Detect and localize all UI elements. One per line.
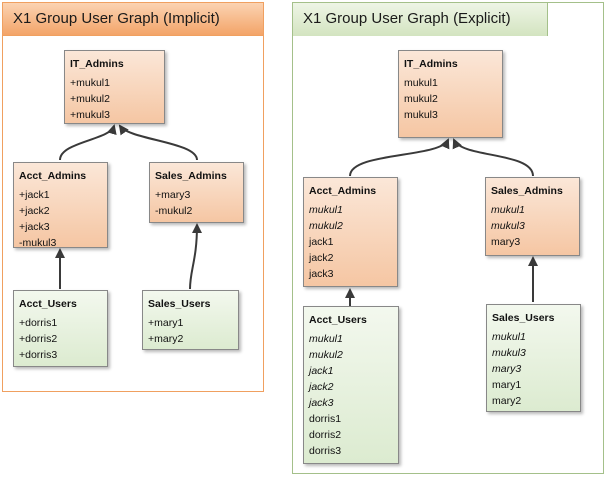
member: dorris2 (309, 429, 342, 441)
member: +mukul2 (70, 93, 110, 105)
member: mukul1 (404, 77, 438, 89)
group-name: Acct_Admins (309, 185, 377, 197)
explicit-acct-users-node: Acct_Users mukul1 mukul2 jack1 jack2 jac… (303, 306, 399, 464)
member: +jack2 (19, 205, 50, 217)
member: mary1 (492, 379, 522, 391)
member: jack3 (309, 397, 334, 409)
edge-explicit-sales-admins-to-it-admins (452, 138, 534, 177)
member: jack3 (309, 268, 334, 280)
explicit-sales-users-node: Sales_Users mukul1 mukul3 mary3 mary1 ma… (486, 304, 581, 412)
group-name: Acct_Users (309, 314, 367, 326)
implicit-acct-users-node: Acct_Users +dorris1 +dorris2 +dorris3 (13, 290, 108, 367)
edge-acct-admins-to-it-admins (59, 124, 117, 161)
member: mukul3 (491, 220, 525, 232)
member: -mukul3 (19, 237, 57, 249)
member: +mukul3 (70, 109, 110, 121)
explicit-it-admins-node: IT_Admins mukul1 mukul2 mukul3 (398, 50, 503, 138)
member: mukul2 (404, 93, 438, 105)
member: +mary3 (155, 189, 191, 201)
member: mukul1 (491, 204, 525, 216)
member: +jack1 (19, 189, 50, 201)
member: jack2 (309, 252, 334, 264)
group-name: IT_Admins (404, 58, 458, 70)
member: mukul1 (309, 333, 343, 345)
group-name: Acct_Users (19, 298, 77, 310)
member: +mary2 (148, 333, 184, 345)
member: mukul3 (404, 109, 438, 121)
member: jack1 (309, 236, 334, 248)
member: mary2 (492, 395, 522, 407)
group-name: IT_Admins (70, 58, 124, 70)
member: +dorris1 (19, 317, 58, 329)
member: mukul2 (309, 349, 343, 361)
member: +dorris2 (19, 333, 58, 345)
member: jack1 (309, 365, 334, 377)
edge-sales-admins-to-it-admins (118, 124, 198, 161)
member: +jack3 (19, 221, 50, 233)
group-name: Sales_Admins (491, 185, 563, 197)
edge-sales-users-to-sales-admins (189, 223, 202, 290)
member: dorris1 (309, 413, 342, 425)
member: mukul1 (492, 331, 526, 343)
implicit-sales-admins-node: Sales_Admins +mary3 -mukul2 (149, 162, 244, 223)
member: mukul2 (309, 220, 343, 232)
implicit-panel-title: X1 Group User Graph (Implicit) (2, 2, 264, 36)
member: mukul1 (309, 204, 343, 216)
group-name: Sales_Users (148, 298, 211, 310)
member: jack2 (309, 381, 334, 393)
member: dorris3 (309, 445, 342, 457)
member: +dorris3 (19, 349, 58, 361)
implicit-it-admins-node: IT_Admins +mukul1 +mukul2 +mukul3 (64, 50, 165, 124)
explicit-panel-title: X1 Group User Graph (Explicit) (292, 2, 548, 36)
implicit-acct-admins-node: Acct_Admins +jack1 +jack2 +jack3 -mukul3 (13, 162, 108, 249)
group-name: Sales_Admins (155, 170, 227, 182)
member: mary3 (491, 236, 521, 248)
member: +mukul1 (70, 77, 110, 89)
group-name: Acct_Admins (19, 170, 87, 182)
member: +mary1 (148, 317, 184, 329)
explicit-acct-admins-node: Acct_Admins mukul1 mukul2 jack1 jack2 ja… (303, 177, 398, 287)
explicit-sales-admins-node: Sales_Admins mukul1 mukul3 mary3 (485, 177, 580, 256)
member: -mukul2 (155, 205, 193, 217)
edge-explicit-acct-admins-to-it-admins (349, 138, 450, 177)
implicit-sales-users-node: Sales_Users +mary1 +mary2 (142, 290, 239, 350)
group-name: Sales_Users (492, 312, 555, 324)
member: mary3 (492, 363, 522, 375)
member: mukul3 (492, 347, 526, 359)
